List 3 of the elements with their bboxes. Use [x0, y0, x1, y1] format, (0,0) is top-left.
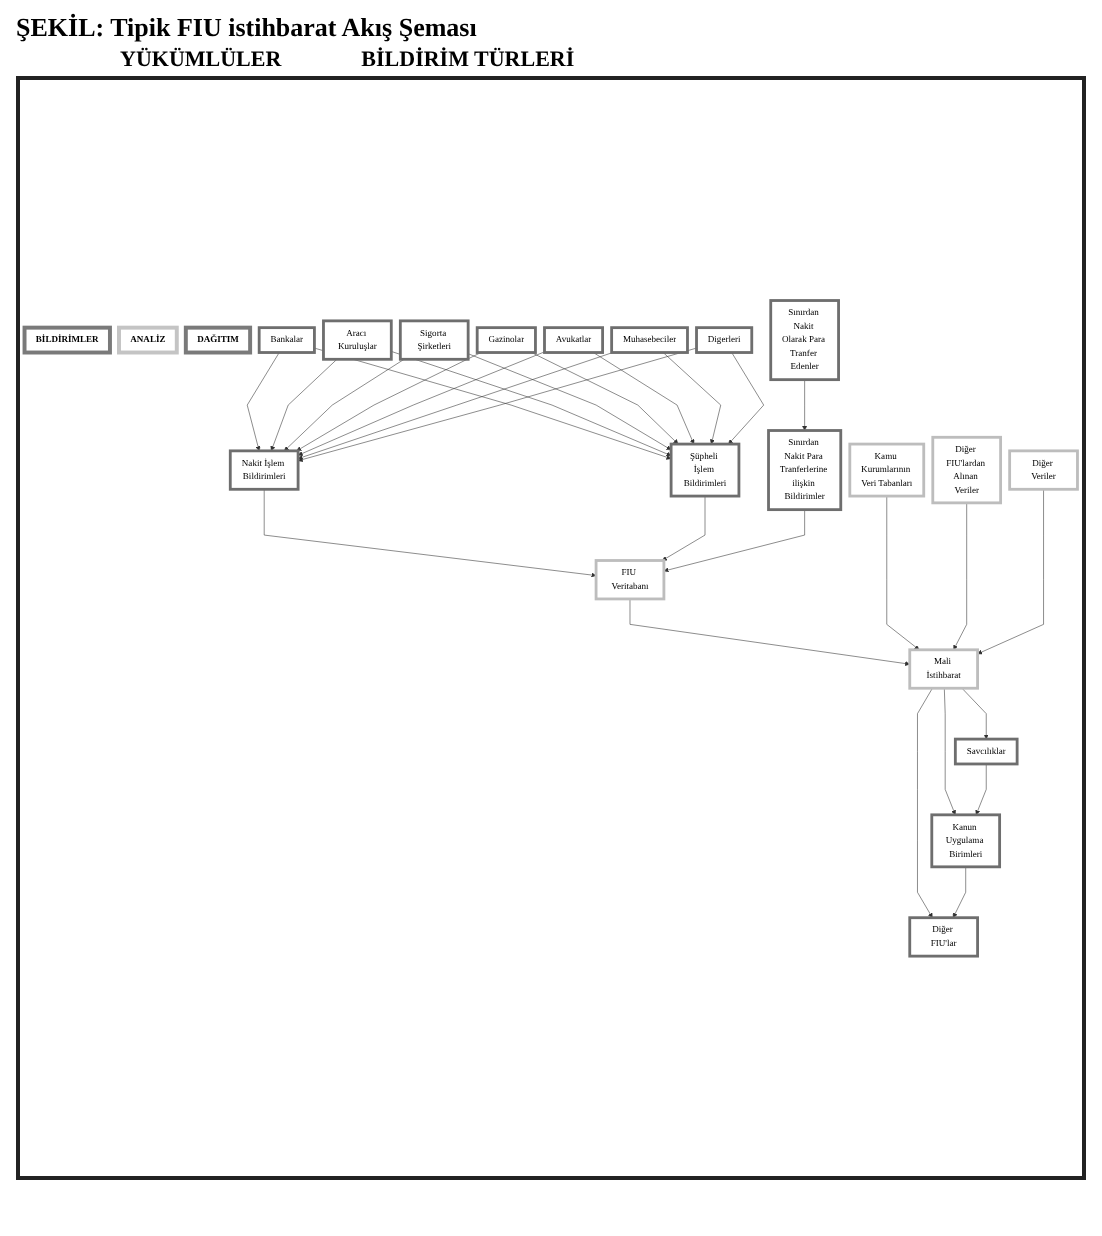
column-heading: YÜKÜMLÜLER	[120, 48, 282, 72]
column-heading: BİLDİRİM TÜRLERİ	[361, 48, 575, 72]
diagram-title: ŞEKİL: Tipik FIU istihbarat Akış Şeması	[16, 12, 479, 44]
